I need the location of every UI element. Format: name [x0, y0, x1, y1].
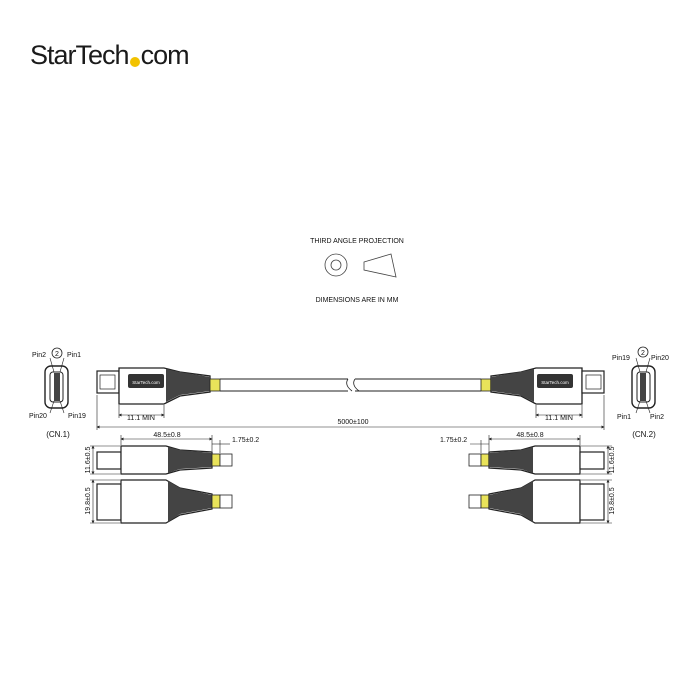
projection-circle-icon	[324, 253, 348, 277]
left-connector-top	[96, 367, 221, 405]
left-pin19-label: Pin19	[68, 413, 86, 420]
left-width-dim: 19.8±0.5	[85, 487, 92, 514]
left-length-dim: 48.5±0.8	[153, 432, 180, 439]
left-pin-face	[44, 347, 69, 414]
left-connector-brand: StarTech.com	[132, 380, 160, 385]
right-connector-label: (CN.2)	[632, 430, 656, 439]
left-side-view	[96, 445, 233, 475]
right-connector-brand: StarTech.com	[541, 380, 569, 385]
brand-logo: StarTech com	[30, 40, 190, 71]
left-pin1-label: Pin1	[67, 352, 81, 359]
brand-name-right: com	[140, 40, 190, 70]
left-pin-marker: 2	[55, 351, 59, 358]
left-pin2-label: Pin2	[32, 352, 46, 359]
right-pin-face	[631, 346, 656, 414]
left-side-dimension-lines	[90, 435, 230, 475]
right-min-label: 11.1 MIN	[545, 415, 573, 422]
right-connector-top	[480, 367, 605, 405]
left-connector-label: (CN.1)	[46, 430, 70, 439]
right-pin2-label: Pin2	[650, 414, 664, 421]
left-pin20-label: Pin20	[29, 413, 47, 420]
logo-dot-icon	[129, 57, 140, 67]
right-pin-marker: 2	[641, 350, 645, 357]
left-top-view	[96, 479, 233, 524]
cable-length-label: 5000±100	[337, 419, 368, 426]
right-top-view	[468, 479, 605, 524]
left-width-dimension	[90, 479, 120, 524]
right-width-dimension	[581, 479, 612, 524]
right-side-dimension-lines	[470, 435, 612, 475]
right-stub-dim: 1.75±0.2	[440, 437, 467, 444]
brand-name-left: StarTech	[30, 40, 130, 70]
right-pin19-label: Pin19	[612, 355, 630, 362]
projection-title: THIRD ANGLE PROJECTION	[310, 238, 404, 245]
right-side-view	[468, 445, 605, 475]
right-thickness-dim: 11.6±0.5	[609, 447, 616, 474]
units-note: DIMENSIONS ARE IN MM	[316, 297, 399, 304]
left-min-label: 11.1 MIN	[127, 415, 155, 422]
projection-cone-icon	[363, 253, 397, 278]
cable-dimension-lines	[96, 395, 605, 430]
left-stub-dim: 1.75±0.2	[232, 437, 259, 444]
right-length-dim: 48.5±0.8	[516, 432, 543, 439]
right-pin1-label: Pin1	[617, 414, 631, 421]
cable-body	[220, 378, 481, 392]
right-pin20-label: Pin20	[651, 355, 669, 362]
right-width-dim: 19.8±0.5	[609, 487, 616, 514]
left-thickness-dim: 11.6±0.5	[85, 447, 92, 474]
